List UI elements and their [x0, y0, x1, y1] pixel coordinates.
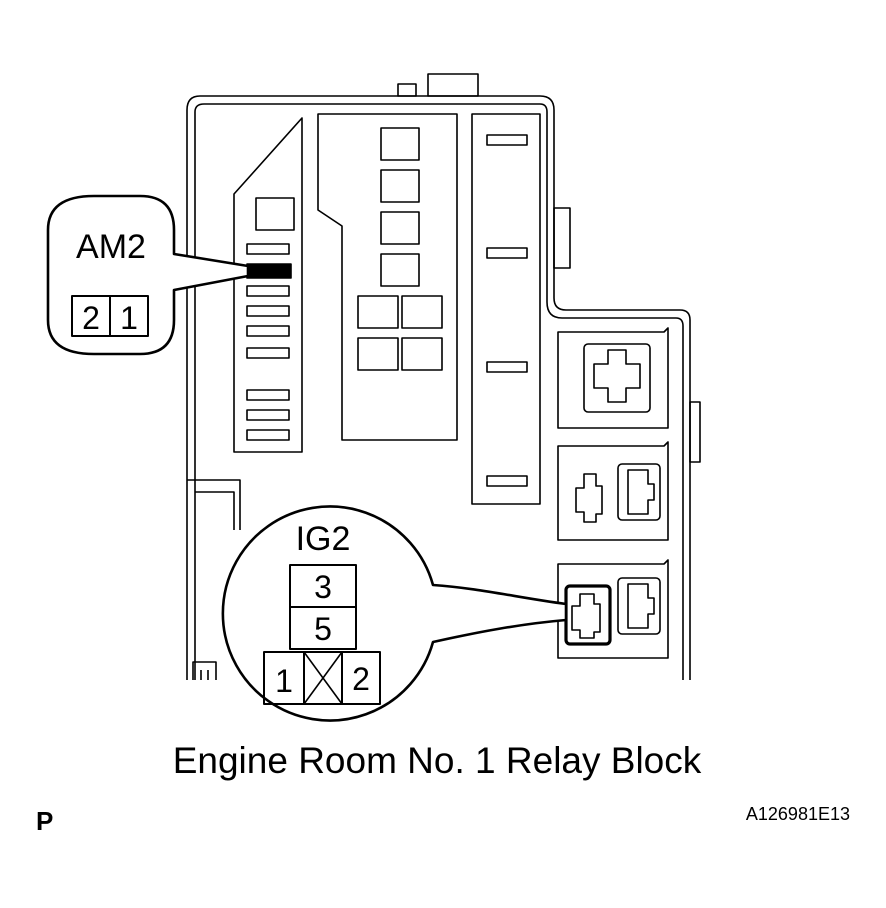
tall-panel-slot	[486, 475, 528, 487]
mini-fuse	[401, 295, 443, 329]
fuse-slot	[246, 243, 290, 255]
top-connector-right	[427, 73, 479, 97]
fuse-slot	[246, 325, 290, 337]
mini-fuse	[380, 211, 420, 245]
ig2-terminal-3: 3	[314, 569, 332, 605]
ig2-unused-cross-b	[303, 651, 343, 705]
relay-socket-2	[557, 441, 669, 541]
relay-socket-2-frame-right	[617, 463, 661, 521]
relay-socket-2-shape-left	[575, 473, 603, 523]
housing-outline-inner	[194, 103, 684, 680]
relay-socket-3	[557, 559, 669, 659]
am2-fuse	[246, 263, 292, 279]
housing-outline-outer	[186, 95, 691, 680]
tall-panel-slot	[486, 134, 528, 146]
ig2-relay-shape	[571, 593, 601, 639]
ig2-terminal-5-box	[289, 606, 357, 650]
ig2-label: IG2	[296, 520, 351, 558]
relay-socket-1-frame	[583, 343, 651, 413]
mini-fuse	[380, 169, 420, 203]
fuse-slot	[246, 347, 290, 359]
diagram-caption: Engine Room No. 1 Relay Block	[172, 740, 702, 781]
mini-fuse	[401, 337, 443, 371]
housing-step	[187, 479, 241, 530]
side-tab-upper	[553, 207, 571, 269]
mini-fuse	[380, 253, 420, 287]
mini-fuse	[380, 127, 420, 161]
reference-code: A126981E13	[745, 804, 850, 824]
ig2-callout-bubble	[221, 505, 568, 722]
ig2-terminal-5: 5	[314, 611, 332, 647]
tall-fuse-panel	[471, 113, 541, 505]
ig2-terminal-1: 1	[275, 663, 293, 699]
fuse-large	[255, 197, 295, 231]
am2-callout-bubble	[46, 194, 250, 356]
am2-terminal-2: 2	[82, 300, 100, 336]
fuse-slot	[246, 429, 290, 441]
tall-panel-slot	[486, 247, 528, 259]
ig2-terminal-2: 2	[352, 661, 370, 697]
housing-foot-left	[192, 661, 217, 680]
fuse-slot	[246, 285, 290, 297]
relay-socket-2-shape-right	[627, 469, 655, 515]
tall-panel-slot	[486, 361, 528, 373]
middle-relay-panel	[317, 113, 458, 441]
mini-fuse	[357, 295, 399, 329]
relay-socket-3-frame-right	[617, 577, 661, 635]
ig2-terminal-row-box	[263, 651, 381, 705]
relay-socket-1-cross	[593, 349, 641, 403]
side-tab-lower	[689, 401, 701, 463]
relay-socket-3-shape-right	[627, 583, 655, 629]
mini-fuse	[357, 337, 399, 371]
corner-letter: P	[36, 806, 54, 836]
fuse-slot	[246, 409, 290, 421]
am2-label: AM2	[76, 228, 146, 266]
fuse-panel	[233, 117, 303, 453]
top-connector-left	[397, 83, 417, 97]
relay-socket-1	[557, 327, 669, 429]
am2-terminal-1: 1	[120, 300, 138, 336]
fuse-slot	[246, 305, 290, 317]
fuse-slot	[246, 389, 290, 401]
